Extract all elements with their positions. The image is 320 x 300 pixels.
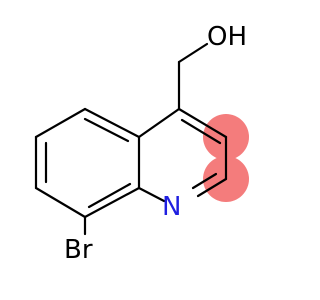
bonds: [34, 42, 228, 236]
bond-c4-c3: [177, 107, 228, 139]
nitrogen-label: N: [162, 192, 181, 222]
bond-c8-c8a-inner: [87, 182, 132, 209]
bond-c4-c3-inner: [180, 118, 222, 145]
bromine-label: Br: [64, 235, 93, 265]
bond-c2-n: [196, 177, 228, 198]
bond-c4a-c4: [137, 107, 181, 139]
bond-ch2-o: [177, 42, 209, 64]
bond-c5-c6: [34, 107, 87, 139]
bond-c4a-c5: [83, 107, 141, 139]
hydroxyl-label: OH: [207, 22, 247, 52]
bond-c8-c8a: [83, 186, 141, 219]
bond-c7-c8: [34, 186, 87, 219]
bond-c4a-c5-inner: [83, 117, 130, 143]
bond-n-c8a: [137, 186, 166, 203]
bond-c2-n-inner: [191, 172, 218, 190]
structure-drawing: OH N Br: [34, 22, 249, 265]
